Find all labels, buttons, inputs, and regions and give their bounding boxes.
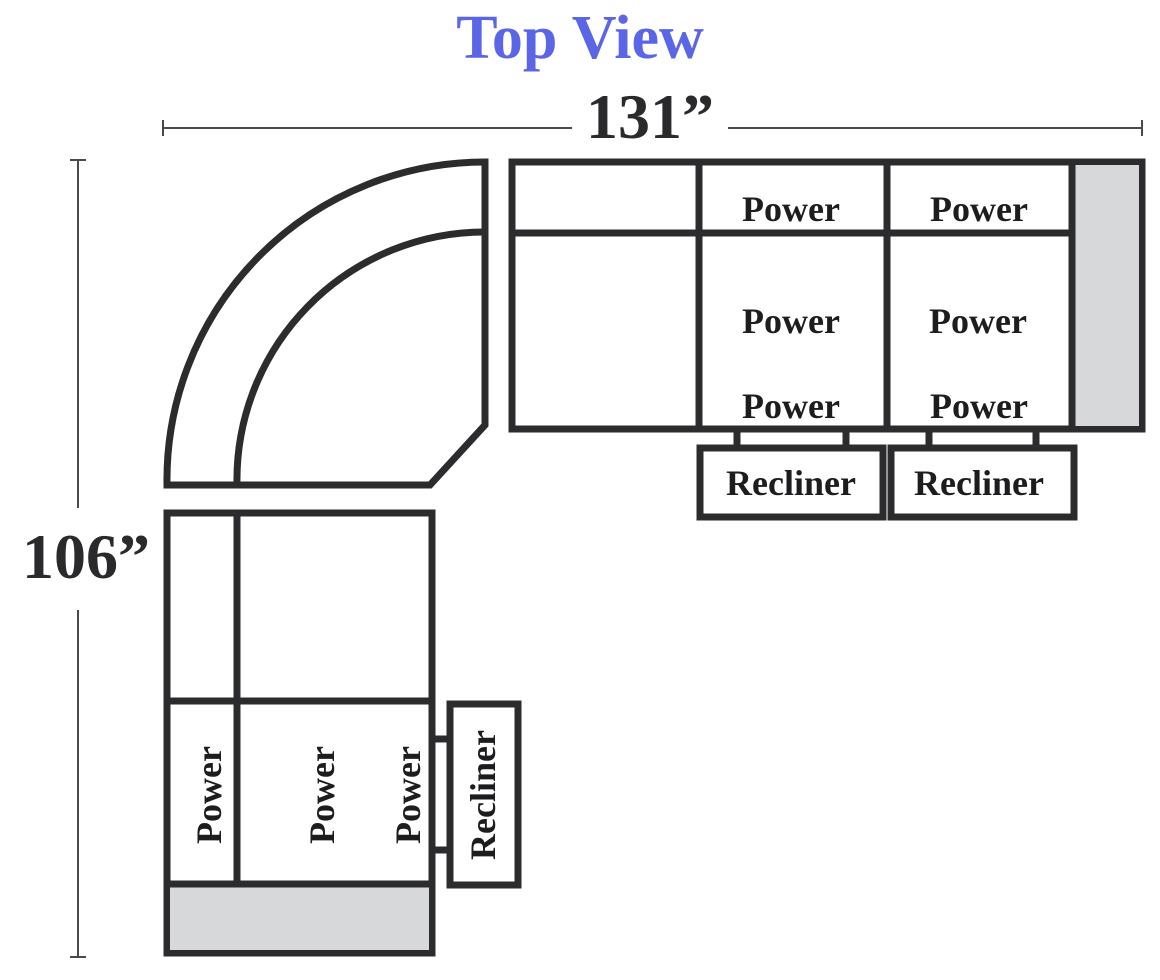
recliner-footrest [696, 444, 887, 521]
power-label: Power [742, 386, 840, 426]
corner-wedge-outline [163, 158, 489, 489]
power-label: Power [742, 189, 840, 229]
depth-dimension: 106” [22, 159, 150, 958]
left-armrest [170, 886, 429, 950]
recliner-label: Recliner [463, 730, 503, 860]
width-dimension-label: 131” [586, 81, 714, 152]
width-dimension: 131” [162, 81, 1143, 152]
right-section-outline [508, 158, 1146, 433]
left-sofa-section: Power Power Power Recliner [163, 509, 522, 957]
power-label: Power [388, 746, 428, 844]
power-label: Power [930, 189, 1028, 229]
recliner-footrest [446, 700, 522, 889]
recliner-footrest [887, 444, 1078, 521]
right-armrest [1074, 165, 1139, 426]
depth-dimension-label: 106” [22, 521, 150, 592]
right-sofa-section: Power Power Power Power Power Power Recl… [508, 158, 1146, 521]
power-label: Power [742, 301, 840, 341]
corner-wedge-section [163, 158, 489, 489]
recliner-label: Recliner [914, 463, 1044, 503]
diagram-title: Top View [456, 4, 704, 72]
power-label: Power [302, 746, 342, 844]
recliner-label: Recliner [726, 463, 856, 503]
corner-wedge-inner-curve [233, 228, 486, 486]
power-label: Power [930, 386, 1028, 426]
power-label: Power [189, 746, 229, 844]
left-section-outline [163, 509, 436, 957]
power-label: Power [929, 301, 1027, 341]
